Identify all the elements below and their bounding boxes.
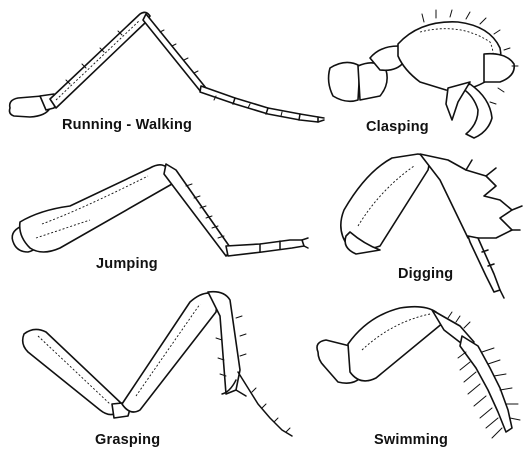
running-walking-leg-drawing: [10, 12, 325, 122]
swimming-leg-drawing: [317, 307, 520, 438]
label-grasping: Grasping: [95, 432, 160, 448]
jumping-leg-drawing: [12, 164, 308, 256]
label-digging: Digging: [398, 266, 453, 282]
label-jumping: Jumping: [96, 256, 158, 272]
label-running-walking: Running - Walking: [62, 117, 192, 133]
label-swimming: Swimming: [374, 432, 448, 448]
label-clasping: Clasping: [366, 119, 429, 135]
grasping-leg-drawing: [23, 292, 292, 436]
